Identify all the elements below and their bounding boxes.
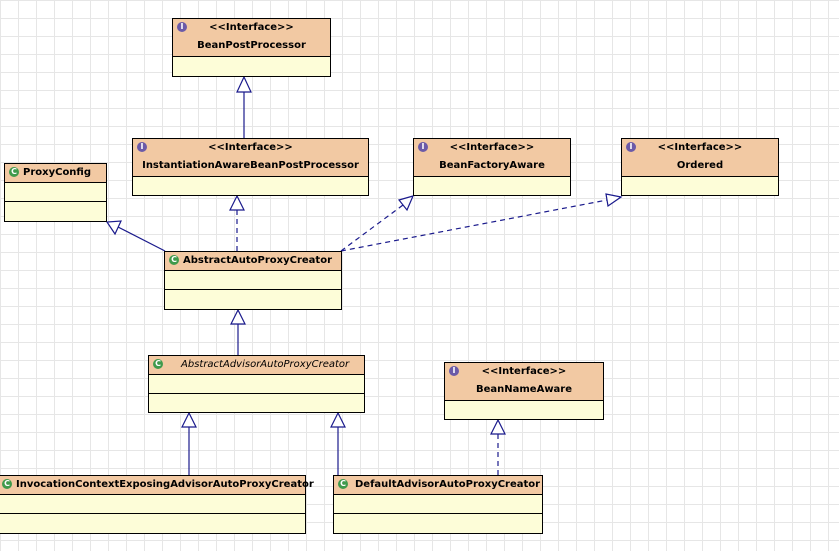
edge-abstract-auto-implements-ordered xyxy=(340,199,608,252)
node-name: BeanFactoryAware xyxy=(439,160,545,171)
arrowhead xyxy=(181,411,197,428)
stereotype-label: <<Interface>> xyxy=(481,366,567,377)
node-name: BeanNameAware xyxy=(475,384,573,395)
bean-post-processor-interface[interactable]: I <<Interface>> BeanPostProcessor xyxy=(172,18,331,77)
node-name: Ordered xyxy=(676,160,724,171)
bean-name-aware-interface[interactable]: I <<Interface>> BeanNameAware xyxy=(444,362,604,420)
arrowhead xyxy=(605,193,623,208)
node-name: InvocationContextExposingAdvisorAutoProx… xyxy=(16,479,314,490)
arrowhead xyxy=(229,194,245,211)
node-name: ProxyConfig xyxy=(23,167,91,178)
node-name: BeanPostProcessor xyxy=(197,40,306,51)
class-icon: C xyxy=(9,167,19,177)
bean-factory-aware-interface[interactable]: I <<Interface>> BeanFactoryAware xyxy=(413,138,571,196)
fields-compartment xyxy=(165,271,341,290)
proxy-config-class[interactable]: C ProxyConfig xyxy=(4,163,107,222)
abstract-advisor-auto-proxy-creator-class[interactable]: C AbstractAdvisorAutoProxyCreator xyxy=(148,355,365,413)
arrowhead xyxy=(330,411,346,428)
instantiation-aware-bean-post-processor-interface[interactable]: I <<Interface>> InstantiationAwareBeanPo… xyxy=(132,138,369,196)
class-icon: C xyxy=(153,359,163,369)
fields-compartment xyxy=(5,183,106,202)
arrowhead xyxy=(230,308,246,325)
stereotype-label: <<Interface>> xyxy=(209,22,294,33)
node-name: InstantiationAwareBeanPostProcessor xyxy=(142,160,359,171)
interface-icon: I xyxy=(626,142,636,152)
class-icon: C xyxy=(2,479,12,489)
fields-compartment xyxy=(0,495,305,514)
default-advisor-auto-proxy-creator-class[interactable]: C DefaultAdvisorAutoProxyCreator xyxy=(333,475,543,534)
abstract-auto-proxy-creator-class[interactable]: C AbstractAutoProxyCreator xyxy=(164,251,342,310)
stereotype-label: <<Interface>> xyxy=(657,142,743,153)
ordered-interface[interactable]: I <<Interface>> Ordered xyxy=(621,138,779,196)
stereotype-label: <<Interface>> xyxy=(208,142,293,153)
class-icon: C xyxy=(338,479,348,489)
node-name: DefaultAdvisorAutoProxyCreator xyxy=(355,479,541,490)
fields-compartment xyxy=(334,495,542,514)
interface-icon: I xyxy=(449,366,459,376)
arrowhead xyxy=(397,195,415,212)
interface-icon: I xyxy=(177,22,187,32)
stereotype-label: <<Interface>> xyxy=(449,142,535,153)
arrowhead xyxy=(490,418,506,435)
arrowhead xyxy=(105,220,122,236)
arrowhead xyxy=(236,75,252,93)
edge-abstract-auto-extends-proxy-config xyxy=(117,226,166,252)
invocation-context-exposing-advisor-auto-proxy-creator-class[interactable]: C InvocationContextExposingAdvisorAutoPr… xyxy=(0,475,314,534)
interface-icon: I xyxy=(418,142,428,152)
node-name: AbstractAutoProxyCreator xyxy=(183,255,333,266)
class-icon: C xyxy=(169,255,179,265)
interface-icon: I xyxy=(137,142,147,152)
fields-compartment xyxy=(149,375,364,394)
node-name: AbstractAdvisorAutoProxyCreator xyxy=(181,359,350,370)
edge-abstract-auto-implements-bean-factory-aware xyxy=(340,204,404,252)
